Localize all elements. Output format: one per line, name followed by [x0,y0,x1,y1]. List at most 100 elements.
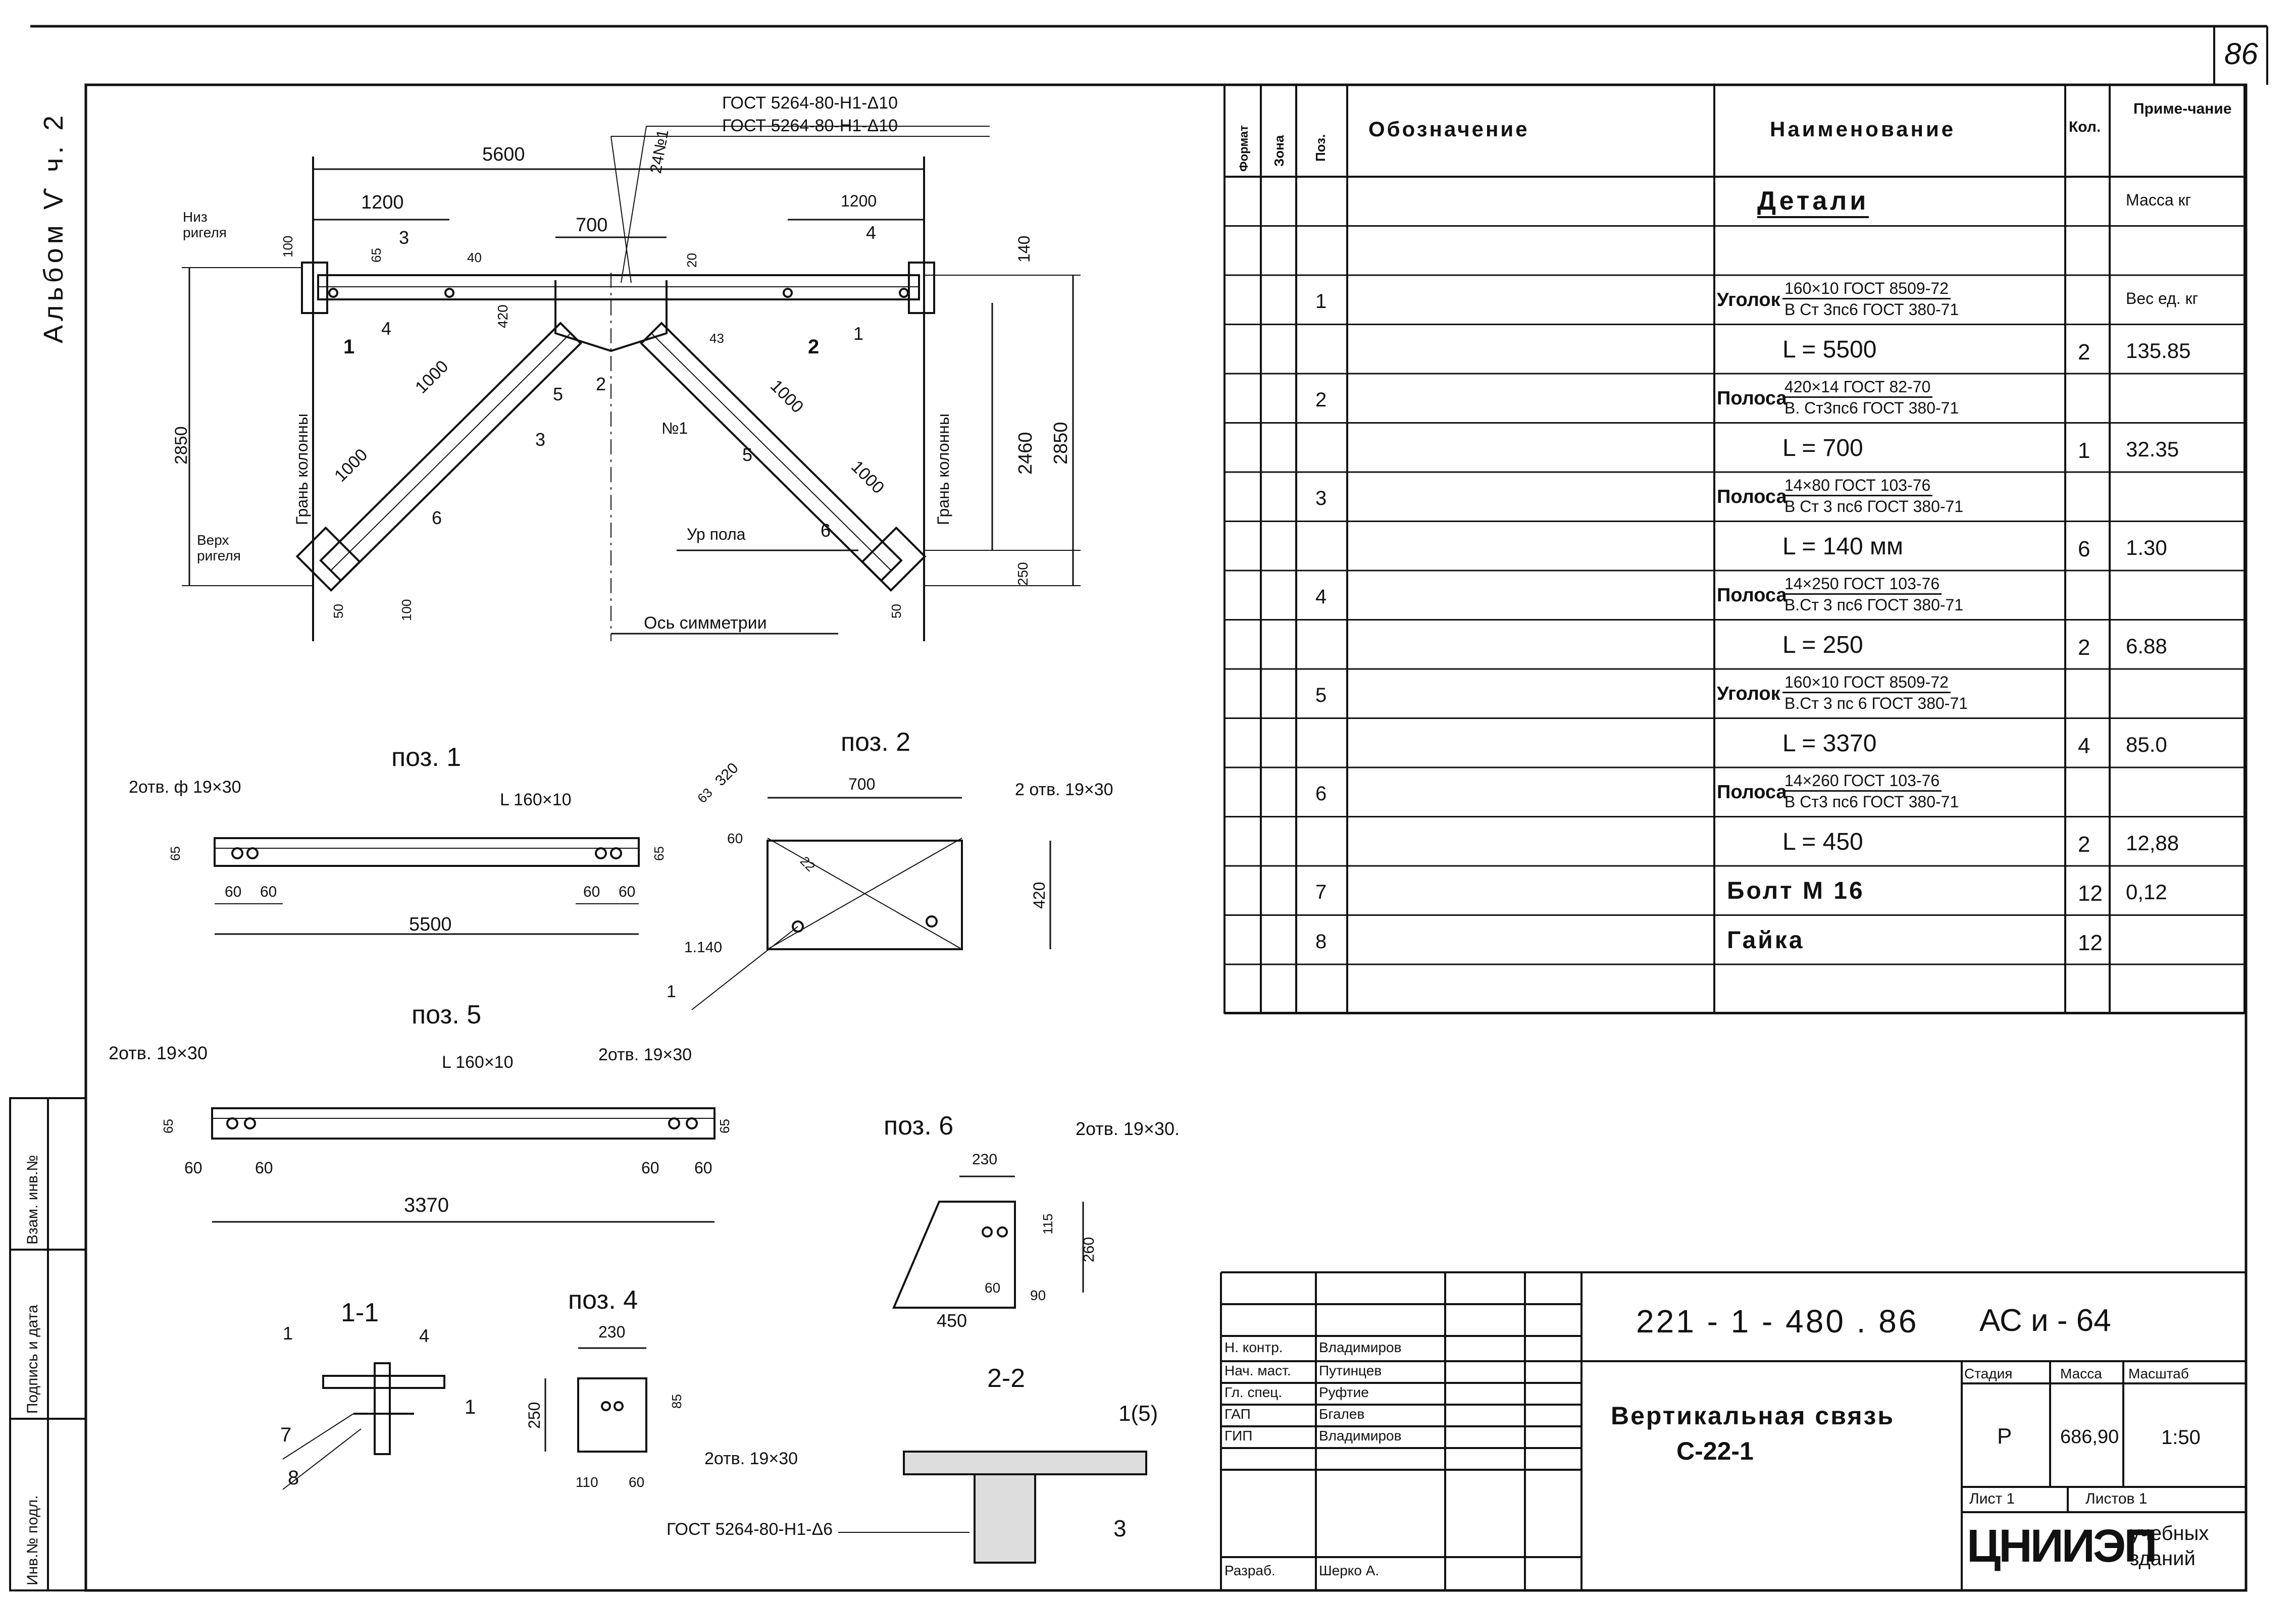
sec11-p1b: 1 [465,1396,476,1418]
poz1-dim-65: 65 [168,846,183,861]
org-logo: ЦНИИЭП [1967,1520,2157,1572]
pos-5a: 5 [553,384,564,404]
poz5-title: поз. 5 [412,1000,482,1029]
spec-row-name: L = 140 мм [1782,533,1904,560]
spec-row-frac-top: 14×260 ГОСТ 103-76 [1782,771,1942,792]
spec-row-note: 85.0 [2126,732,2167,756]
spec-row-kol: 2 [2078,832,2090,857]
dim-100-top: 100 [280,235,295,257]
poz1-holes: 2отв. ф 19×30 [129,778,241,797]
masshtab-value: 1:50 [2161,1426,2201,1449]
spec-row-poz: 2 [1315,389,1327,411]
poz4-dim-230: 230 [598,1323,626,1341]
label-os-simmetrii: Ось симметрии [644,613,767,633]
signature-role: Нач. маст. [1224,1363,1291,1378]
sec22-title: 2-2 [987,1364,1026,1393]
label-ur-pola: Ур пола [687,525,746,543]
dim-2460: 2460 [1015,432,1036,475]
dim-140: 140 [1015,235,1033,263]
spec-row-name: Детали [1757,186,1869,218]
poz1-dim-65r: 65 [651,846,667,861]
dim-1200-right: 1200 [841,192,877,210]
pos-4b: 4 [866,222,877,243]
spec-row-poz: 6 [1315,783,1327,805]
signature-name: Владимиров [1319,1339,1402,1355]
spec-row-note: 135.85 [2126,338,2191,363]
poz4-dim-60: 60 [629,1474,645,1490]
sec22-p3: 3 [1113,1515,1127,1541]
drawing-title-1: Вертикальная связь [1611,1402,1895,1430]
spec-row-name: Гайка [1727,926,1805,954]
mark-no1: №1 [661,419,688,437]
label-niz-rigelya: Низ ригеля [183,209,227,240]
dim-2850-left: 2850 [172,426,191,465]
poz6-holes: 2отв. 19×30. [1076,1118,1180,1139]
poz4-dim-85: 85 [669,1394,684,1409]
spec-row-name: L = 700 [1782,434,1863,461]
spec-row-frac-bottom: В Ст3 пс6 ГОСТ 380-71 [1784,793,1959,811]
sec11-p1a: 1 [283,1323,293,1344]
signature-role: Н. контр. [1224,1339,1283,1355]
poz1-profile: L 160×10 [500,790,572,809]
doc-code: 221 - 1 - 480 . 86 [1636,1303,1919,1339]
poz2-dim-420: 420 [1030,882,1048,909]
spec-row-note: 1.30 [2126,535,2167,559]
label-gran-kolonny-left: Грань колонны [293,414,311,525]
spec-row-frac-top: 14×250 ГОСТ 103-76 [1782,575,1942,595]
poz2-holes: 2 отв. 19×30 [1015,780,1113,799]
doc-mark: АС и - 64 [1979,1303,2111,1338]
spec-row-frac-top: 420×14 ГОСТ 82-70 [1782,378,1933,398]
spec-row-frac-bottom: В.Ст 3 пс 6 ГОСТ 380-71 [1784,694,1968,712]
label-gran-kolonny-right: Грань колонны [934,414,952,525]
poz5-dim-60d: 60 [694,1159,712,1177]
sec11-p8: 8 [288,1467,299,1489]
poz4-title: поз. 4 [568,1285,638,1315]
signature-name: Бгалев [1319,1406,1365,1422]
poz2-title: поз. 2 [841,728,911,757]
pos-6b: 6 [821,520,831,541]
dim-1200-left: 1200 [361,192,404,213]
spec-row-kol: 2 [2078,339,2090,365]
massa-label: Масса [2060,1366,2102,1381]
label-verh-rigelya: Верх ригеля [197,532,241,563]
spec-header-primechanie: Приме-чание [2133,100,2232,117]
dim-65: 65 [369,248,384,263]
spec-row-note: Вес ед. кг [2126,289,2199,307]
dim-420: 420 [495,304,511,328]
spec-row-name: Полоса [1717,486,1787,507]
poz2-mark-1: 1 [667,982,676,1001]
spec-row-name: Полоса [1717,782,1787,803]
spec-row-note: 12,88 [2126,831,2179,855]
poz6-dim-230: 230 [972,1151,998,1168]
spec-row-note: Масса кг [2126,191,2191,209]
section-mark-1: 1 [343,336,355,358]
pos-6a: 6 [432,507,442,528]
pos-3b: 3 [535,429,546,450]
masshtab-label: Масштаб [2128,1366,2189,1381]
dim-50-right: 50 [889,604,904,618]
poz4-holes: 2отв. 19×30 [704,1449,798,1468]
signature-name: Руфтие [1319,1384,1369,1400]
poz5-dim-65: 65 [161,1119,176,1133]
spec-row-kol: 4 [2078,733,2090,758]
org-sub2: зданий [2130,1548,2196,1570]
weld-gost-2: ГОСТ 5264-80-Н1-Δ10 [722,116,898,135]
signature-name: Владимиров [1319,1428,1402,1444]
spec-row-name: L = 5500 [1782,336,1877,363]
signature-role: Разраб. [1224,1563,1275,1578]
poz1-length: 5500 [409,914,452,935]
sec22-p15: 1(5) [1118,1401,1158,1426]
poz1-title: поз. 1 [391,743,462,772]
spec-header-zona: Зона [1271,135,1287,167]
dim-40: 40 [467,250,482,265]
poz2-dim-700: 700 [848,775,876,793]
spec-row-frac-bottom: В Ст 3пс6 ГОСТ 380-71 [1784,300,1959,319]
poz4-dim-250: 250 [525,1402,543,1429]
pos-5b: 5 [742,444,753,465]
poz6-dim-450: 450 [937,1310,967,1331]
pos-3a: 3 [399,227,410,248]
spec-row-kol: 1 [2078,438,2090,463]
dim-5600: 5600 [482,144,525,165]
pos-1: 1 [853,323,864,344]
